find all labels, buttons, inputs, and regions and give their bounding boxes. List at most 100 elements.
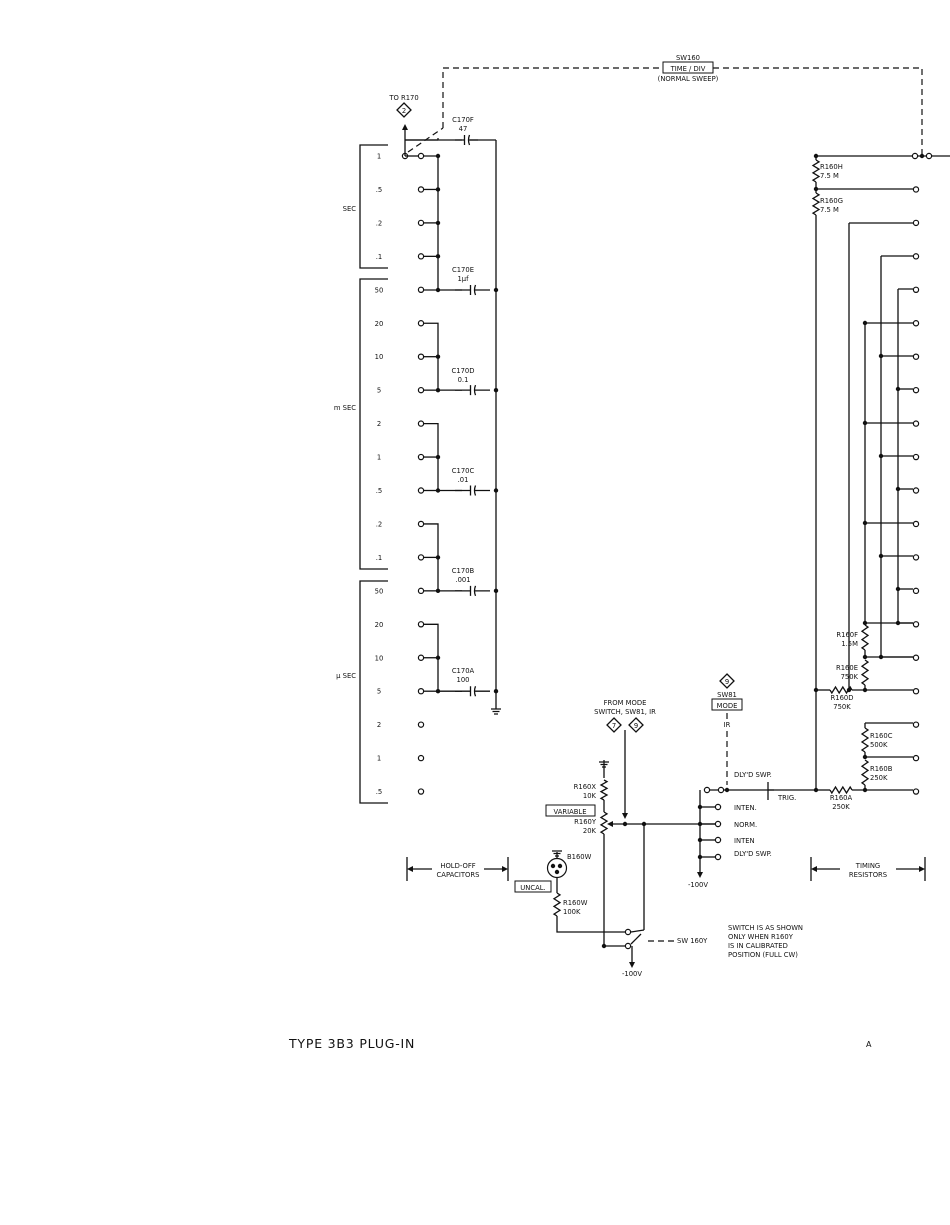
position-label-7: 5 bbox=[377, 387, 381, 395]
junction-dot bbox=[622, 821, 628, 827]
sw160y-contact bbox=[630, 929, 645, 933]
wire bbox=[424, 623, 439, 692]
arrow-head bbox=[407, 866, 413, 872]
cap-name-c170f: C170F bbox=[452, 116, 474, 124]
switch-contact bbox=[417, 353, 425, 360]
resistor-r160g bbox=[811, 192, 821, 216]
mode-pos-inten-2: INTEN bbox=[734, 837, 755, 845]
junction-dot bbox=[878, 353, 884, 359]
wire bbox=[848, 222, 913, 690]
sw81-box bbox=[711, 698, 743, 711]
switch-contact bbox=[417, 520, 425, 528]
switch-contact bbox=[717, 786, 725, 794]
junction-dot bbox=[493, 689, 499, 694]
capacitor-symbol bbox=[455, 284, 490, 296]
position-label-15: 10 bbox=[375, 654, 384, 662]
sw81-marker: 9 bbox=[725, 678, 729, 686]
switch-contact bbox=[417, 754, 425, 762]
junction-dot bbox=[862, 320, 868, 326]
r160e-value: 750K bbox=[841, 673, 859, 681]
switch-contact bbox=[912, 353, 920, 360]
resistor-r160c bbox=[860, 727, 870, 753]
junction-dot bbox=[862, 420, 868, 426]
junction-dot bbox=[435, 220, 441, 226]
junction-dot bbox=[895, 620, 901, 626]
junction-dot bbox=[493, 588, 499, 594]
arrow-head bbox=[622, 813, 628, 819]
arrow-head bbox=[629, 962, 635, 968]
junction-dot bbox=[435, 555, 441, 560]
ground-symbol bbox=[491, 708, 501, 715]
footer-rev: A bbox=[866, 1040, 872, 1049]
wire-to-r170 bbox=[404, 128, 438, 156]
r160c-value: 500K bbox=[870, 741, 888, 749]
sw160-box bbox=[662, 61, 714, 74]
position-label-9: 1 bbox=[377, 454, 381, 462]
mode-pos-norm: NORM. bbox=[734, 821, 757, 829]
unit-usec: µ SEC bbox=[336, 672, 356, 680]
variable-label: VARIABLE bbox=[554, 808, 587, 816]
junction-dot bbox=[493, 488, 499, 493]
marker-7: 7 bbox=[612, 722, 616, 730]
junction-dot bbox=[435, 287, 441, 293]
r160y-name: R160Y bbox=[574, 818, 597, 826]
unit-sec: SEC bbox=[343, 205, 357, 213]
wire bbox=[424, 322, 439, 391]
sw160-mechanical-link bbox=[407, 127, 444, 153]
cap-name-c170c: C170C bbox=[452, 467, 475, 475]
r160g-name: R160G bbox=[820, 197, 843, 205]
sw160y-label: SW 160Y bbox=[677, 937, 708, 945]
r160e-name: R160E bbox=[836, 664, 858, 672]
marker-7-diamond bbox=[606, 717, 622, 733]
bracket-msec bbox=[359, 278, 388, 570]
junction-dot bbox=[435, 354, 441, 359]
resistor-r160x bbox=[599, 779, 609, 801]
note-line-3: IS IN CALIBRATED bbox=[728, 942, 788, 950]
to-r170-label: TO R170 bbox=[388, 94, 418, 102]
junction-dot bbox=[862, 687, 868, 693]
switch-contact bbox=[417, 654, 425, 661]
r160x-name: R160X bbox=[574, 783, 597, 791]
sw160-mechanical-link bbox=[442, 67, 923, 155]
r160w-value: 100K bbox=[563, 908, 581, 916]
r160y-value: 20K bbox=[583, 827, 597, 835]
junction-dot bbox=[862, 654, 868, 660]
junction-dot bbox=[493, 287, 499, 293]
switch-contact bbox=[417, 386, 425, 394]
junction-dot bbox=[862, 620, 868, 626]
sw81-diamond bbox=[719, 673, 735, 689]
position-label-3: .1 bbox=[376, 253, 383, 261]
sw81-name: SW81 bbox=[717, 691, 737, 699]
marker-9: 9 bbox=[634, 722, 638, 730]
junction-dot bbox=[919, 153, 925, 159]
r160a-value: 250K bbox=[832, 803, 850, 811]
switch-contact bbox=[417, 420, 425, 427]
r160a-name: R160A bbox=[830, 794, 853, 802]
position-label-11: .2 bbox=[376, 520, 383, 528]
variable-box bbox=[545, 804, 596, 817]
generated-elements: 1.5.2.1502010521.5.2.1502010521.5C170F47… bbox=[375, 116, 475, 796]
note-line-4: POSITION (FULL CW) bbox=[728, 951, 798, 959]
switch-contact bbox=[417, 186, 425, 193]
b160w-label: B160W bbox=[567, 853, 592, 861]
cap-name-c170d: C170D bbox=[452, 367, 475, 375]
unit-msec: m SEC bbox=[334, 404, 356, 412]
cap-name-c170e: C170E bbox=[452, 266, 474, 274]
sw160-sub: (NORMAL SWEEP) bbox=[658, 75, 719, 83]
switch-contact bbox=[925, 152, 933, 160]
r160d-name: R160D bbox=[831, 694, 854, 702]
position-label-16: 5 bbox=[377, 688, 381, 696]
resistor-r160h bbox=[811, 159, 821, 183]
resistor-r160y bbox=[599, 811, 609, 835]
holdoff-label-1: HOLD-OFF bbox=[440, 862, 475, 870]
junction-dot bbox=[862, 787, 868, 793]
position-label-2: .2 bbox=[376, 219, 383, 227]
r160w-name: R160W bbox=[563, 899, 588, 907]
r160f-name: R160F bbox=[836, 631, 858, 639]
switch-contact bbox=[417, 286, 425, 293]
r160b-name: R160B bbox=[870, 765, 893, 773]
cap-value-c170f: 47 bbox=[459, 125, 468, 133]
resistor-r160f bbox=[860, 624, 870, 651]
switch-contact bbox=[624, 942, 632, 950]
